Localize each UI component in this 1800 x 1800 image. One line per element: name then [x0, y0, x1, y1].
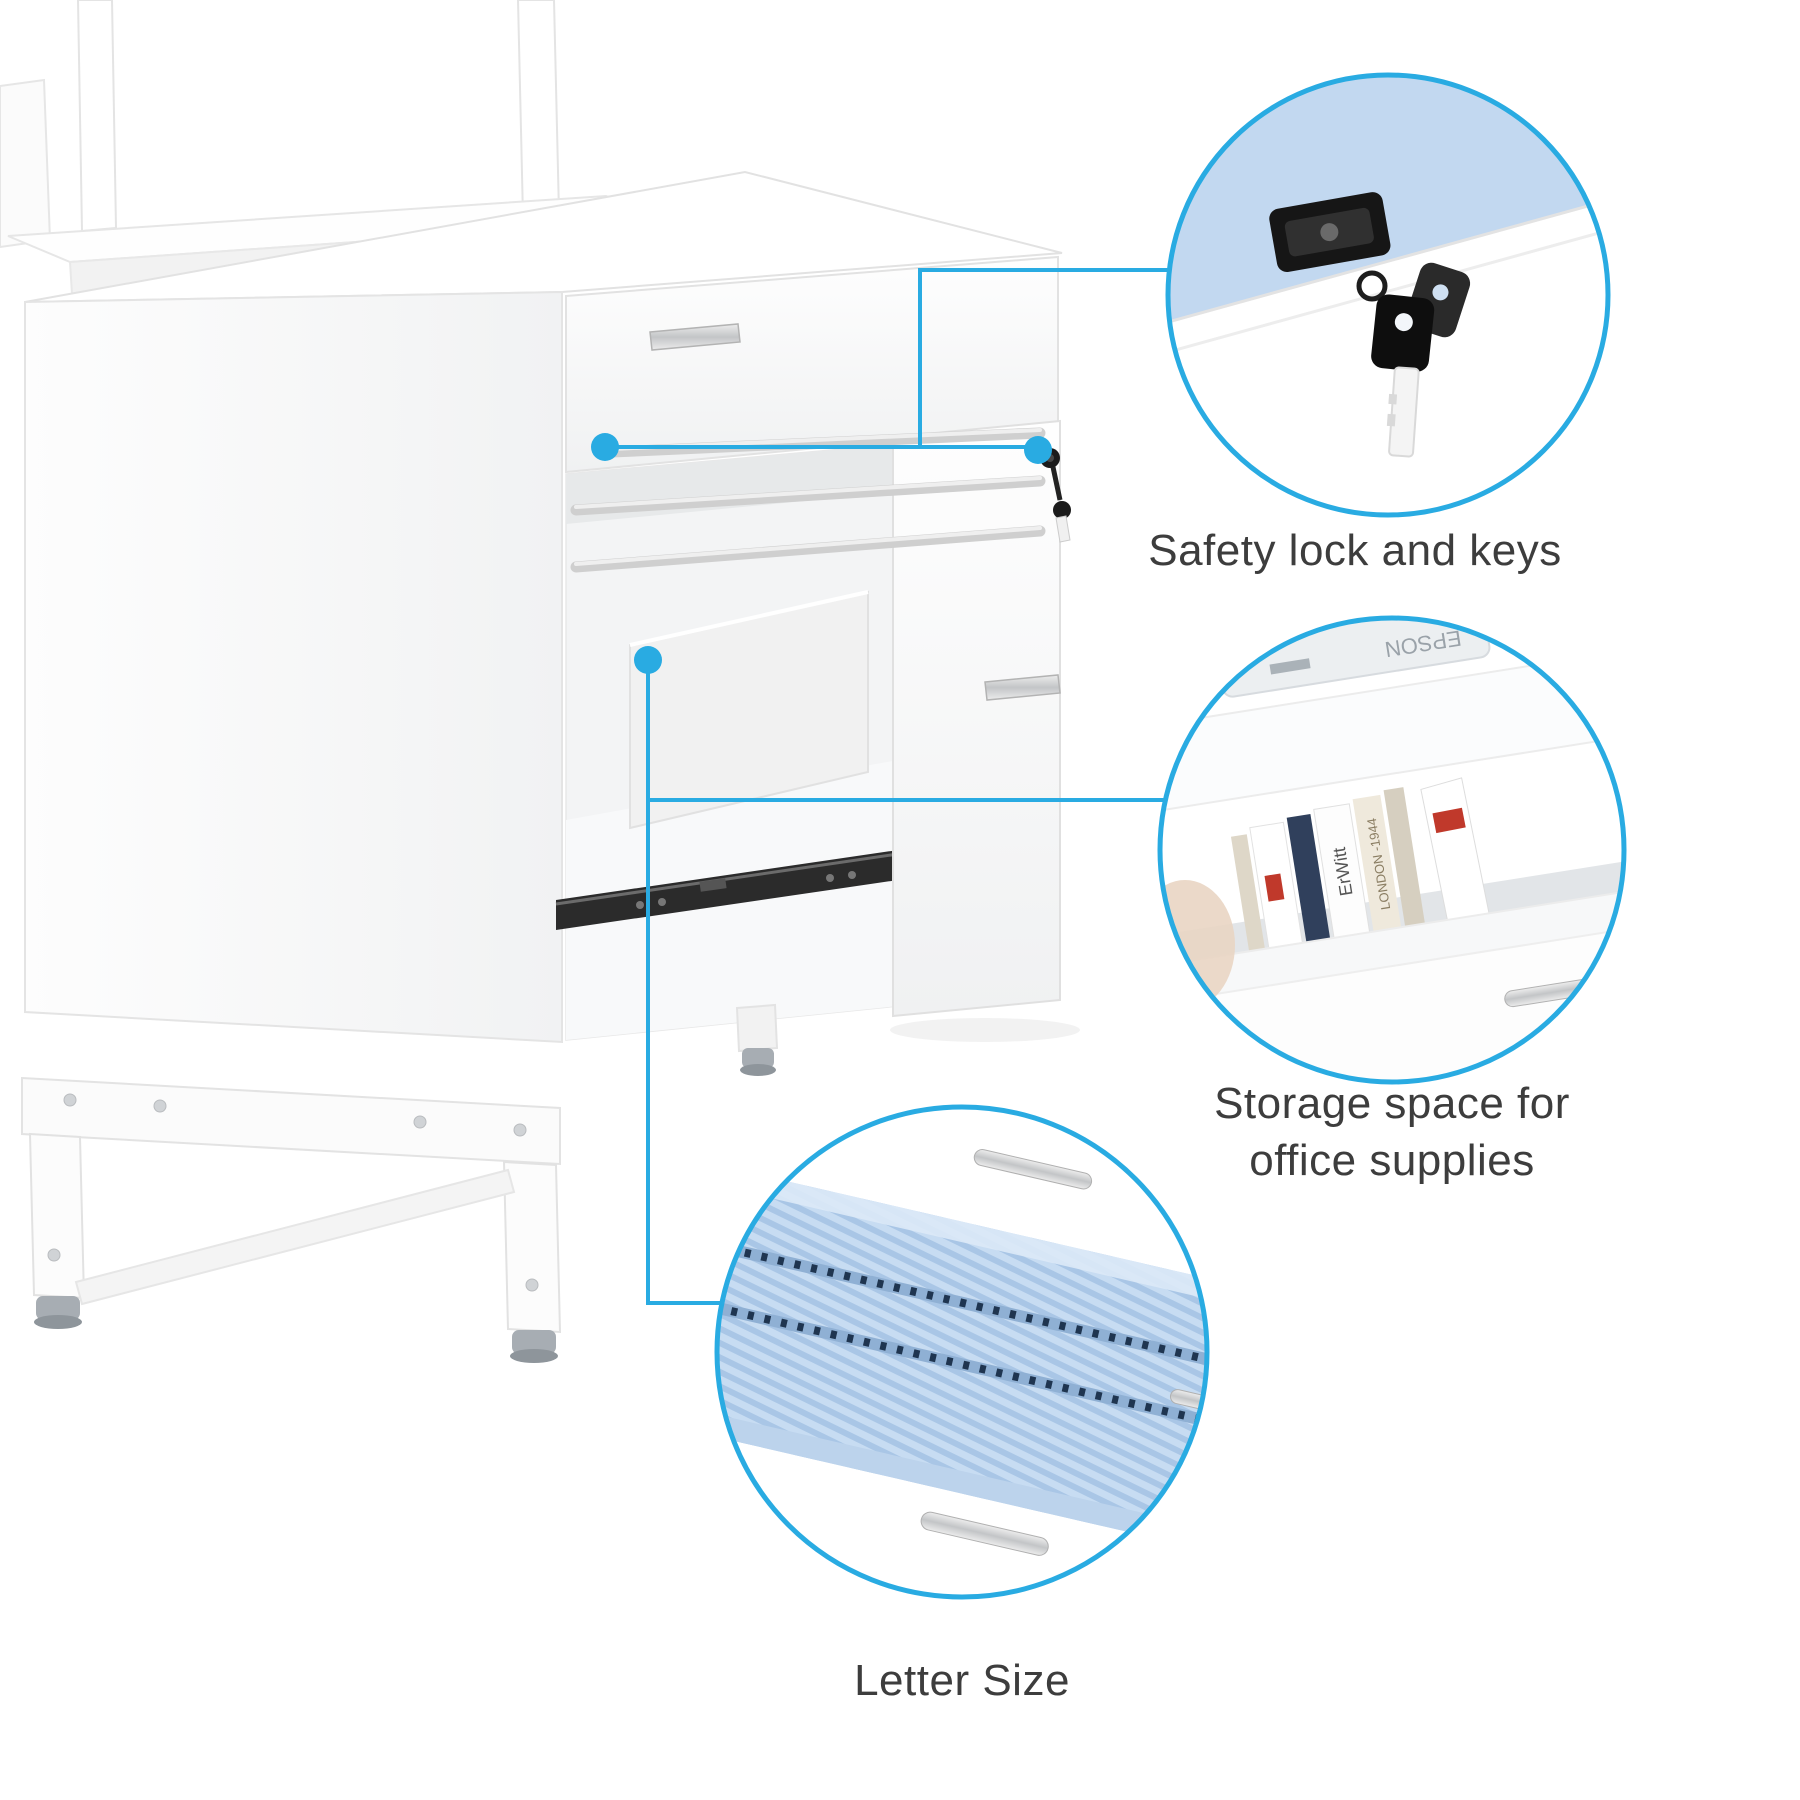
drawer-shadow: [890, 1018, 1080, 1042]
adjustable-foot: [510, 1330, 558, 1363]
connector-safety-lock: [918, 268, 1172, 447]
cabinet-rear-foot: [735, 1003, 779, 1076]
open-drawer-front: [892, 419, 1061, 1018]
callout-circle-letter-size: [714, 1104, 1210, 1600]
base-screw: [513, 1123, 527, 1137]
open-drawer: [890, 419, 1080, 1042]
drawer-lock-with-key: [1040, 448, 1071, 543]
callout-circle-border: [714, 1104, 1210, 1600]
cabinet-base-frame: [21, 1076, 562, 1363]
base-screw: [47, 1248, 61, 1262]
connector-dot: [591, 433, 619, 461]
lock-cylinder: [1269, 192, 1391, 272]
connector-letter-size: [646, 660, 726, 1305]
base-screw: [413, 1115, 427, 1129]
callout-label-letter-size: Letter Size: [854, 1656, 1070, 1705]
hutch-left-back-panel: [0, 78, 52, 249]
key-ring: [1356, 270, 1388, 302]
base-beam: [21, 1076, 561, 1166]
connector-dot: [634, 646, 662, 674]
adjustable-foot: [34, 1296, 82, 1329]
callout-connectors: [591, 268, 1172, 1305]
top-drawer-handle: [649, 323, 741, 351]
upper-shelf-board: [1160, 647, 1624, 818]
hanging-folders-band: [717, 1160, 1207, 1556]
key-blade: [1386, 366, 1420, 458]
photo-object-tan: [1160, 880, 1235, 1010]
callout-circle-border: [1165, 72, 1611, 518]
callout-label-storage: Storage space for office supplies: [1132, 1075, 1652, 1189]
hutch-left-post: [76, 0, 118, 233]
callout-label-safety-lock: Safety lock and keys: [1148, 526, 1562, 575]
connector-dot: [1024, 436, 1052, 464]
base-screw: [153, 1099, 167, 1113]
callout-circle-border: [1157, 615, 1627, 1085]
handle-closeup: [1169, 1389, 1207, 1413]
callout-circle-safety-lock: [1165, 72, 1611, 518]
cabinet-left-panel: [24, 290, 563, 1044]
callout-label-storage-line1: Storage space for: [1214, 1079, 1570, 1128]
base-diagonal-brace: [74, 1168, 516, 1306]
open-drawer-handle: [984, 674, 1061, 701]
base-right-leg: [502, 1160, 562, 1334]
drawer-slide: [555, 850, 899, 930]
base-left-leg: [28, 1132, 86, 1300]
base-screw: [525, 1278, 539, 1292]
key-front: [1371, 294, 1435, 372]
handle-closeup: [973, 1149, 1093, 1190]
hutch-right-post: [516, 0, 561, 219]
handle-closeup: [920, 1511, 1049, 1556]
drawer-divider-top-edge: [629, 590, 869, 647]
base-screw: [63, 1093, 77, 1107]
callout-label-storage-line2: office supplies: [1249, 1136, 1535, 1186]
